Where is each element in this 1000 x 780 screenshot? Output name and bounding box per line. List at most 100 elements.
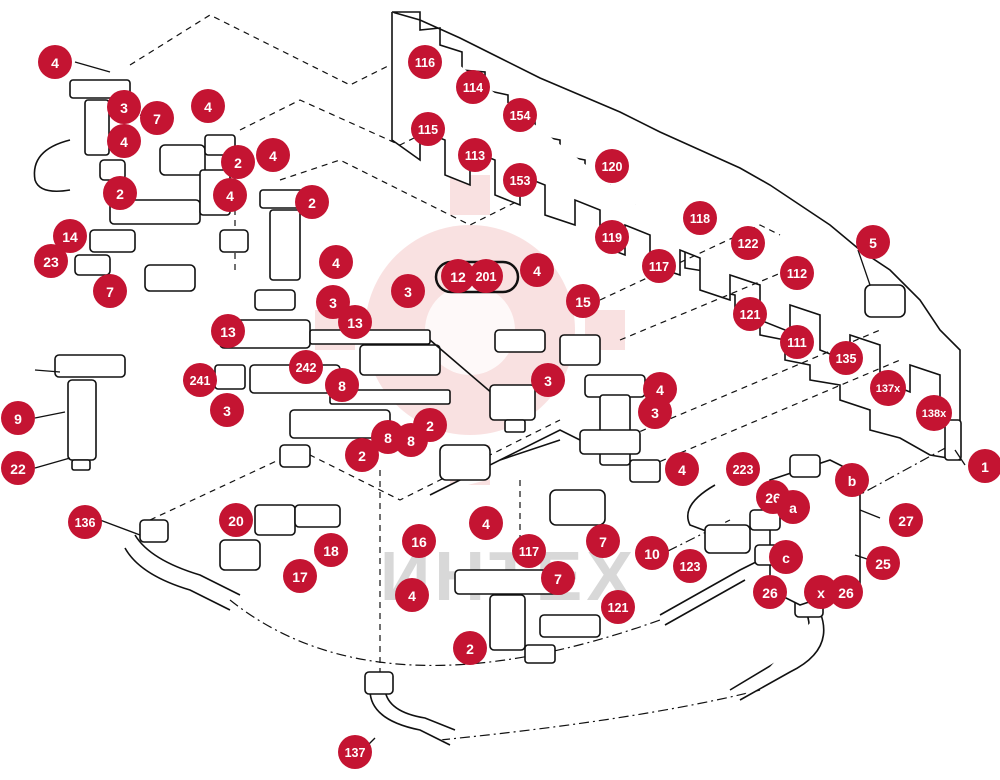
- callout-label: 7: [106, 284, 114, 300]
- callout-3: 3: [210, 393, 244, 427]
- callout-label: 4: [482, 516, 490, 532]
- callout-241: 241: [183, 363, 217, 397]
- callout-154: 154: [503, 98, 537, 132]
- callout-badge: [1, 401, 35, 435]
- callout-label: 16: [411, 534, 427, 550]
- callout-badge: [520, 253, 554, 287]
- callout-label: 4: [120, 134, 128, 150]
- callout-badge: [256, 138, 290, 172]
- callout-label: 118: [690, 212, 710, 226]
- callout-26: 26: [753, 575, 787, 609]
- callout-badge: [512, 534, 546, 568]
- callout-7: 7: [586, 524, 620, 558]
- callout-label: 2: [308, 195, 316, 211]
- callout-2: 2: [453, 631, 487, 665]
- callout-2: 2: [413, 408, 447, 442]
- callout-116: 116: [408, 45, 442, 79]
- callout-label: 23: [43, 254, 59, 270]
- nut: [219, 229, 249, 253]
- callout-badge: [683, 201, 717, 235]
- callout-18: 18: [314, 533, 348, 567]
- callout-4: 4: [107, 124, 141, 158]
- callout-label: 26: [762, 585, 778, 601]
- callout-badge: [34, 244, 68, 278]
- callout-badge: [503, 163, 537, 197]
- callout-label: 13: [220, 324, 236, 340]
- callout-badge: [769, 540, 803, 574]
- callout-115: 115: [411, 112, 445, 146]
- callout-201: 201: [469, 259, 503, 293]
- nut: [504, 419, 526, 433]
- callout-badge: [402, 524, 436, 558]
- tee-fitting: [54, 354, 126, 378]
- callout-badge: [441, 259, 475, 293]
- callout-label: 3: [651, 405, 659, 421]
- dash-line: [279, 159, 521, 226]
- union-nut: [159, 144, 206, 176]
- nut: [279, 444, 311, 468]
- callout-label: 137: [345, 746, 366, 760]
- callout-label: 15: [575, 294, 591, 310]
- callout-17: 17: [283, 559, 317, 593]
- tee-fitting: [584, 374, 646, 398]
- callout-badge: [780, 256, 814, 290]
- dash-dot-line: [439, 689, 761, 741]
- callout-4: 4: [256, 138, 290, 172]
- callout-label: 18: [323, 543, 339, 559]
- valve-body: [67, 379, 97, 461]
- hose-nut: [364, 671, 394, 695]
- callout-4: 4: [665, 452, 699, 486]
- callout-badge: [731, 226, 765, 260]
- callout-label: 1: [981, 459, 989, 475]
- callout-22: 22: [1, 451, 35, 485]
- callout-7: 7: [140, 101, 174, 135]
- union-nut: [144, 264, 196, 292]
- callout-label: 4: [204, 99, 212, 115]
- callout-badge: [829, 341, 863, 375]
- callout-1: 1: [968, 449, 1000, 483]
- callout-label: 12: [450, 269, 466, 285]
- tube: [499, 439, 561, 461]
- callout-10: 10: [635, 536, 669, 570]
- callout-label: a: [789, 500, 797, 516]
- elbow-tube: [33, 139, 71, 193]
- callout-242: 242: [289, 350, 323, 384]
- valve: [294, 504, 341, 528]
- union-nut: [549, 489, 606, 526]
- callout-badge: [469, 506, 503, 540]
- callout-label: 113: [465, 149, 485, 163]
- callout-label: 135: [836, 352, 857, 366]
- tube: [309, 329, 431, 345]
- callout-label: 25: [875, 556, 891, 572]
- callout-25: 25: [866, 546, 900, 580]
- callout-label: 8: [338, 378, 346, 394]
- tee-fitting: [254, 504, 296, 536]
- callout-badge: [211, 314, 245, 348]
- callout-badge: [889, 503, 923, 537]
- callout-label: 121: [740, 308, 761, 322]
- callout-13: 13: [338, 305, 372, 339]
- callout-badge: [566, 284, 600, 318]
- callout-label: 116: [415, 56, 435, 70]
- callout-badge: [458, 138, 492, 172]
- callout-badge: [665, 452, 699, 486]
- nut: [629, 459, 661, 483]
- elbow-fitting: [489, 384, 536, 421]
- callout-20: 20: [219, 503, 253, 537]
- callout-2: 2: [345, 438, 379, 472]
- callout-4: 4: [395, 578, 429, 612]
- callout-label: 117: [649, 260, 669, 274]
- callout-26: 26: [829, 575, 863, 609]
- callout-badge: [210, 393, 244, 427]
- callout-122: 122: [731, 226, 765, 260]
- callout-label: 119: [602, 231, 622, 245]
- elbow-fitting: [559, 334, 601, 366]
- callout-badge: [595, 220, 629, 254]
- clip: [944, 419, 962, 461]
- callout-111: 111: [780, 325, 814, 359]
- callout-label: b: [848, 473, 857, 489]
- connector-line: [429, 339, 501, 401]
- callout-135: 135: [829, 341, 863, 375]
- callout-label: 20: [228, 513, 244, 529]
